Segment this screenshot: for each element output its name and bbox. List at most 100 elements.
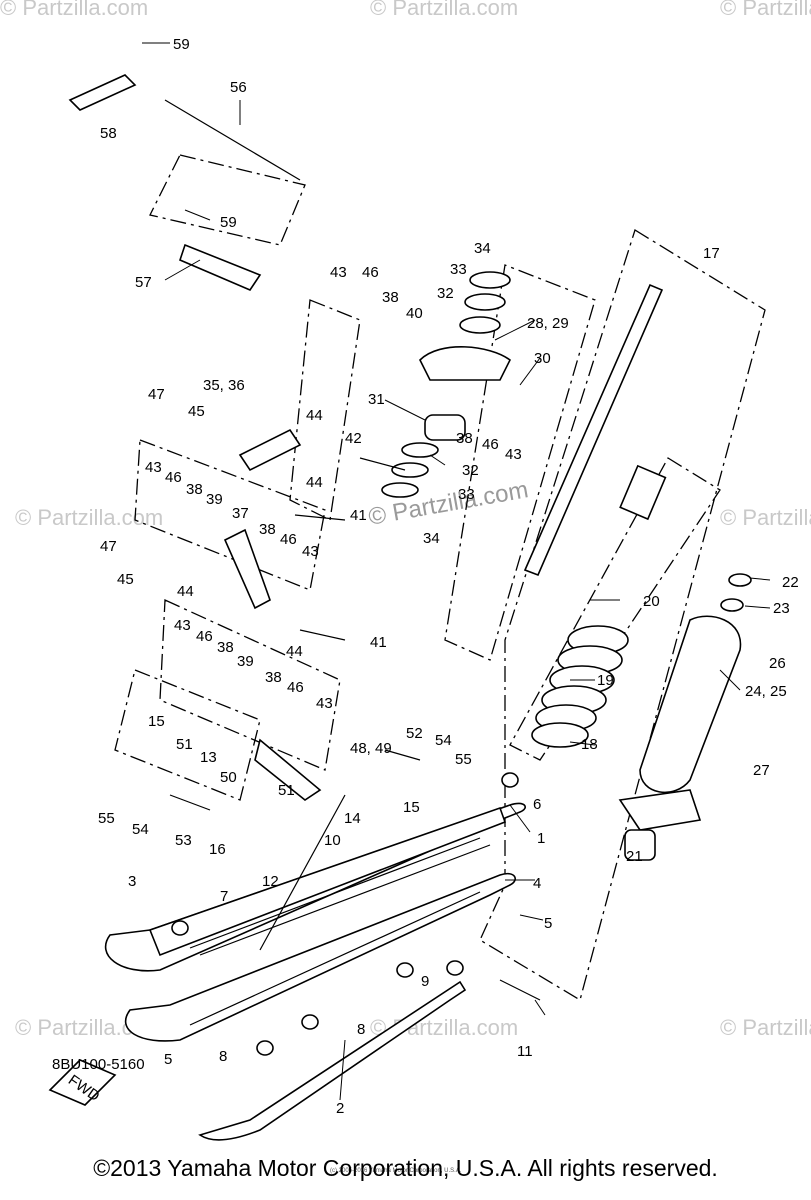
ski-spindle-housing <box>618 615 742 861</box>
watermark: © Partzilla.com <box>370 0 518 20</box>
callout-51: 51 <box>278 782 295 799</box>
callout-3: 3 <box>128 873 136 890</box>
callout-44: 44 <box>306 407 323 424</box>
callout-45: 45 <box>188 403 205 420</box>
callout-labels: 59 56 58 59 57 34 17 43 46 33 38 32 40 2… <box>98 36 799 1117</box>
ski-upper <box>104 802 526 972</box>
callout-38: 38 <box>186 481 203 498</box>
callout-2: 2 <box>336 1100 344 1117</box>
callout-14: 14 <box>344 810 361 827</box>
callout-44: 44 <box>306 474 323 491</box>
bolts <box>169 457 541 1001</box>
callout-38: 38 <box>259 521 276 538</box>
callout-55: 55 <box>98 810 115 827</box>
callout-50: 50 <box>220 769 237 786</box>
callout-32: 32 <box>437 285 454 302</box>
callout-46: 46 <box>362 264 379 281</box>
callout-47: 47 <box>100 538 117 555</box>
watermarks: © Partzilla.com © Partzilla.com © Partzi… <box>0 0 811 1040</box>
callout-7: 7 <box>220 888 228 905</box>
callout-54: 54 <box>435 732 452 749</box>
callout-48-49: 48, 49 <box>350 740 392 757</box>
callout-59: 59 <box>220 214 237 231</box>
callout-38: 38 <box>217 639 234 656</box>
ski-lower <box>124 872 516 1042</box>
callout-30: 30 <box>534 350 551 367</box>
callout-5: 5 <box>164 1051 172 1068</box>
callout-39: 39 <box>237 653 254 670</box>
callout-22: 22 <box>782 574 799 591</box>
callout-5: 5 <box>544 915 552 932</box>
callout-38: 38 <box>456 430 473 447</box>
callout-56: 56 <box>230 79 247 96</box>
callout-39: 39 <box>206 491 223 508</box>
callout-46: 46 <box>287 679 304 696</box>
callout-6: 6 <box>533 796 541 813</box>
callout-55: 55 <box>455 751 472 768</box>
callout-8: 8 <box>219 1048 227 1065</box>
callout-9: 9 <box>421 973 429 990</box>
washers <box>171 271 752 1056</box>
callout-41: 41 <box>370 634 387 651</box>
callout-19: 19 <box>597 672 614 689</box>
callout-20: 20 <box>643 593 660 610</box>
callout-28-29: 28, 29 <box>527 315 569 332</box>
callout-43: 43 <box>302 543 319 560</box>
callout-23: 23 <box>773 600 790 617</box>
callout-43: 43 <box>505 446 522 463</box>
callout-34: 34 <box>474 240 491 257</box>
callout-11: 11 <box>517 1043 533 1060</box>
callout-33: 33 <box>450 261 467 278</box>
watermark: © Partzilla.com <box>720 1015 811 1040</box>
callout-18: 18 <box>581 736 598 753</box>
copyright-footer: ©2013 Yamaha Motor Corporation, U.S.A. A… <box>93 1155 718 1181</box>
callout-32: 32 <box>462 462 479 479</box>
callout-46: 46 <box>482 436 499 453</box>
watermark: © Partzilla.com <box>15 505 163 530</box>
callout-26: 26 <box>769 655 786 672</box>
callout-52: 52 <box>406 725 423 742</box>
callout-58: 58 <box>100 125 117 142</box>
fine-print: (c) 2005-2016 Yamaha Motor Corporation, … <box>330 1168 462 1174</box>
watermark: © Partzilla.com <box>720 0 811 20</box>
callout-51: 51 <box>176 736 193 753</box>
callout-16: 16 <box>209 841 226 858</box>
callout-27: 27 <box>753 762 770 779</box>
callout-46: 46 <box>280 531 297 548</box>
callout-38: 38 <box>382 289 399 306</box>
callout-47: 47 <box>148 386 165 403</box>
callout-24-25: 24, 25 <box>745 683 787 700</box>
callout-40: 40 <box>406 305 423 322</box>
callout-44: 44 <box>177 583 194 600</box>
callout-57: 57 <box>135 274 152 291</box>
fwd-arrow: FWD <box>48 1059 117 1106</box>
callout-33: 33 <box>458 486 475 503</box>
callout-43: 43 <box>316 695 333 712</box>
arm-links <box>68 74 512 801</box>
callout-53: 53 <box>175 832 192 849</box>
callout-44: 44 <box>286 643 303 660</box>
callout-42: 42 <box>345 430 362 447</box>
callout-37: 37 <box>232 505 249 522</box>
part-code: 8BU100-5160 <box>52 1056 145 1073</box>
watermark: © Partzilla.com <box>0 0 148 20</box>
callout-38: 38 <box>265 669 282 686</box>
callout-12: 12 <box>262 873 279 890</box>
callout-35-36: 35, 36 <box>203 377 245 394</box>
callout-43: 43 <box>174 617 191 634</box>
callout-34: 34 <box>423 530 440 547</box>
callout-10: 10 <box>324 832 341 849</box>
watermark: © Partzilla.com <box>720 505 811 530</box>
callout-13: 13 <box>200 749 217 766</box>
callout-15: 15 <box>148 713 165 730</box>
callout-8: 8 <box>357 1021 365 1038</box>
callout-59: 59 <box>173 36 190 53</box>
shock-absorber <box>523 283 667 748</box>
callout-4: 4 <box>533 875 541 892</box>
callout-54: 54 <box>132 821 149 838</box>
callout-1: 1 <box>537 830 545 847</box>
callout-21: 21 <box>626 848 643 865</box>
leader-lines <box>142 42 771 1101</box>
callout-46: 46 <box>196 628 213 645</box>
